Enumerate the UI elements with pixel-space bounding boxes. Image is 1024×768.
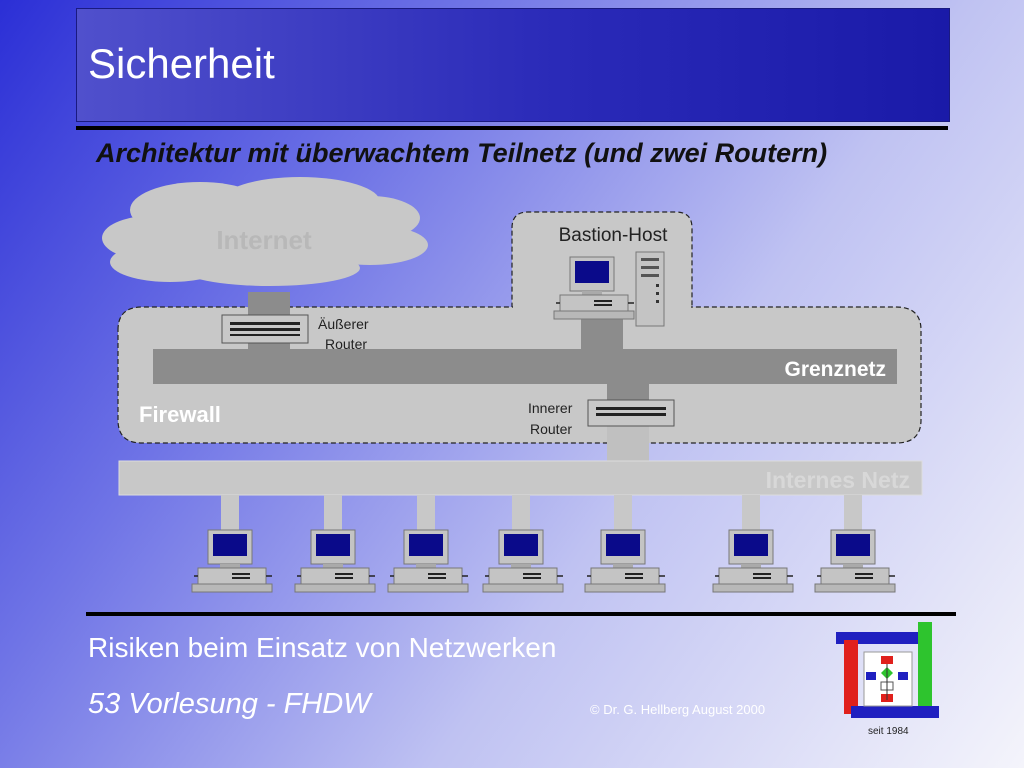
inner-router-label-line2: Router xyxy=(530,421,572,437)
workstation-6 xyxy=(712,529,794,593)
bastion-host-computer xyxy=(553,251,665,327)
workstation-4 xyxy=(482,529,564,593)
internet-cloud xyxy=(102,177,428,286)
perimeter-network-bar xyxy=(153,349,897,384)
fhdw-logo xyxy=(836,622,939,718)
internet-label: Internet xyxy=(216,225,312,255)
inner-router-label-line1: Innerer xyxy=(528,400,573,416)
logo-caption: seit 1984 xyxy=(868,726,909,737)
outer-router-label-line2: Router xyxy=(325,336,367,352)
inner-router xyxy=(587,399,675,427)
footer-copyright: © Dr. G. Hellberg August 2000 xyxy=(590,702,766,717)
title-divider xyxy=(76,126,948,130)
outer-router xyxy=(221,314,309,344)
bastion-host-label: Bastion-Host xyxy=(559,225,668,246)
footer-lecture: 53 Vorlesung - FHDW xyxy=(88,688,371,720)
workstation-1 xyxy=(191,529,273,593)
title-bar xyxy=(76,8,950,122)
page-title: Sicherheit xyxy=(88,40,275,87)
workstation-2 xyxy=(294,529,376,593)
slide-subtitle: Architektur mit überwachtem Teilnetz (un… xyxy=(96,138,828,168)
workstation-7 xyxy=(814,529,896,593)
perimeter-network-label: Grenznetz xyxy=(784,358,886,381)
footer-topic: Risiken beim Einsatz von Netzwerken xyxy=(88,632,557,663)
internal-drops xyxy=(221,495,862,531)
firewall-label: Firewall xyxy=(139,402,221,427)
internal-workstations xyxy=(191,529,896,593)
internal-network-bar xyxy=(118,460,923,496)
internal-network-label: Internes Netz xyxy=(766,467,910,493)
bastion-link xyxy=(581,318,623,352)
footer-divider xyxy=(86,612,956,616)
inner-router-downlink xyxy=(607,426,649,462)
workstation-3 xyxy=(387,529,469,593)
outer-router-label-line1: Äußerer xyxy=(318,316,369,332)
workstation-5 xyxy=(584,529,666,593)
